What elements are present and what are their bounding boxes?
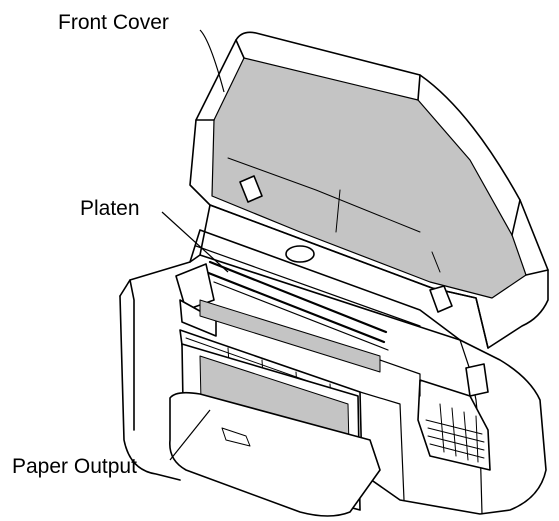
platen-label: Platen: [80, 197, 140, 220]
front-cover: [189, 31, 549, 349]
front-cover-label: Front Cover: [58, 11, 169, 34]
platen-leader: [161, 211, 229, 273]
front-cover-leader: [199, 29, 225, 93]
printer-body: [119, 204, 547, 517]
paper-output-label: Paper Output: [12, 455, 137, 478]
platen-roller: [204, 245, 389, 351]
paper-output-leader: [169, 409, 211, 461]
side-vents: [425, 403, 485, 463]
